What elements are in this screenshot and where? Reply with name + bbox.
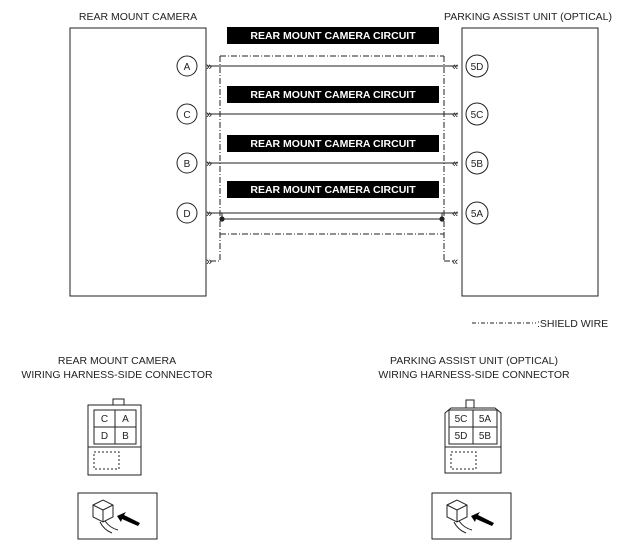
circuit-banner-2 [227,86,439,103]
right-connector-title-line1: PARKING ASSIST UNIT (OPTICAL) [390,355,558,367]
pin-label-c: C [183,110,190,121]
shield-wire [210,55,454,262]
left-connector-face [87,398,142,476]
pin-label-d: D [183,209,190,220]
pin-circle-5d [465,54,489,78]
left-unit-title: REAR MOUNT CAMERA [79,11,197,23]
connector-chevron-left-b: » [206,158,212,170]
connector-chevron-left-a: » [206,61,212,73]
left-connector-title-line1: REAR MOUNT CAMERA [58,355,176,367]
circuit-banner-1 [227,27,439,44]
splice-point-left [219,216,225,222]
connector-chevron-right-5b: « [452,158,458,170]
connector-chevron-right-5d: « [452,61,458,73]
left-connector-cell-b: B [122,431,129,442]
circuit-banner-4 [227,181,439,198]
circuit-label-3: REAR MOUNT CAMERA CIRCUIT [250,138,416,150]
pin-circle-b [176,152,198,174]
right-connector-cell-5b: 5B [479,431,492,442]
pin-label-5a: 5A [471,209,484,220]
pin-label-5c: 5C [471,110,484,121]
left-connector-cell-a: A [122,414,129,425]
shield-legend-text: :SHIELD WIRE [537,318,608,330]
connector-chevron-right-5a: « [452,208,458,220]
connector-chevron-right-shield: « [452,256,458,268]
harness-side-view-icon [77,492,158,540]
pin-label-a: A [184,62,191,73]
connector-chevron-right-5c: « [452,109,458,121]
connector-chevron-left-d: » [206,208,212,220]
pin-circle-a [176,55,198,77]
connector-chevron-left-c: » [206,109,212,121]
harness-side-view-icon [431,492,512,540]
circuit-banner-3 [227,135,439,152]
right-connector-cell-5d: 5D [455,431,468,442]
connector-chevron-left-shield: » [206,256,212,268]
left-connector-title-line2: WIRING HARNESS-SIDE CONNECTOR [21,369,213,381]
pin-circle-5a [465,201,489,225]
pin-circle-c [176,103,198,125]
pin-label-5d: 5D [471,62,484,73]
pin-circle-d [176,202,198,224]
right-unit-title: PARKING ASSIST UNIT (OPTICAL) [444,11,612,23]
right-connector-cell-5a: 5A [479,414,492,425]
right-connector-cell-5c: 5C [455,414,468,425]
left-connector-cell-d: D [101,431,108,442]
circuit-label-1: REAR MOUNT CAMERA CIRCUIT [250,30,416,42]
pin-label-b: B [184,159,191,170]
pin-circle-5b [465,151,489,175]
pin-label-5b: 5B [471,159,484,170]
pin-circle-5c [465,102,489,126]
circuit-label-2: REAR MOUNT CAMERA CIRCUIT [250,89,416,101]
left-connector-cell-c: C [101,414,108,425]
wires [207,65,458,220]
right-connector-title-line2: WIRING HARNESS-SIDE CONNECTOR [378,369,570,381]
circuit-label-4: REAR MOUNT CAMERA CIRCUIT [250,184,416,196]
right-connector-face [444,399,502,474]
splice-point-right [439,216,445,222]
